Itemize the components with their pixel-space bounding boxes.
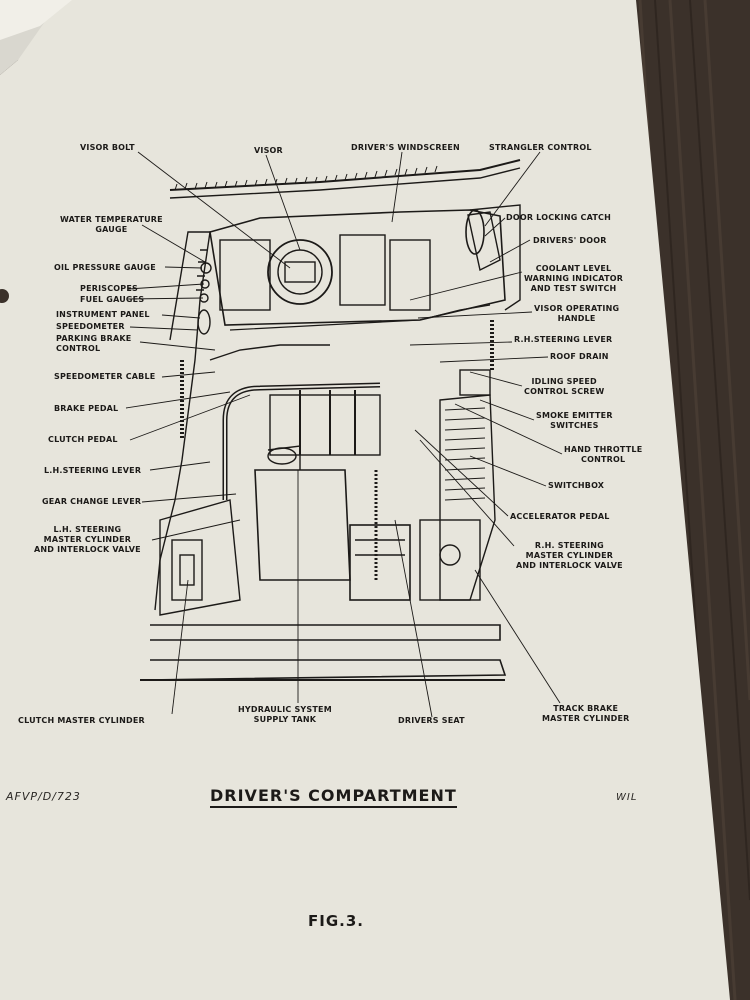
label-lh-steering-master-cylinder: L.H. STEERING MASTER CYLINDER AND INTERL… [34,525,141,554]
figure-number: FIG.3. [308,912,364,930]
label-gear-change-lever: GEAR CHANGE LEVER [42,497,142,506]
label-lh-steering-lever: L.H.STEERING LEVER [44,466,142,475]
label-switchbox: SWITCHBOX [548,481,605,490]
label-accelerator-pedal: ACCELERATOR PEDAL [510,512,610,521]
label-speedometer-cable: SPEEDOMETER CABLE [54,372,156,381]
label-rh-steering-master-cylinder: R.H. STEERING MASTER CYLINDER AND INTERL… [516,541,623,570]
label-visor-operating-handle: VISOR OPERATING HANDLE [534,304,620,323]
label-roof-drain: ROOF DRAIN [550,352,609,361]
label-idling-speed-control-screw: IDLING SPEED CONTROL SCREW [524,377,605,396]
label-drivers-windscreen: DRIVER'S WINDSCREEN [351,143,460,152]
diagram-title: DRIVER'S COMPARTMENT [210,786,457,808]
label-door-locking-catch: DOOR LOCKING CATCH [506,213,611,222]
label-strangler-control: STRANGLER CONTROL [489,143,592,152]
label-clutch-master-cylinder: CLUTCH MASTER CYLINDER [18,716,145,725]
label-parking-brake-control: PARKING BRAKE CONTROL [56,334,132,353]
label-coolant-level: COOLANT LEVEL WARNING INDICATOR AND TEST… [524,264,624,293]
label-instrument-panel: INSTRUMENT PANEL [56,310,150,319]
label-rh-steering-lever: R.H.STEERING LEVER [514,335,613,344]
label-visor: VISOR [254,146,283,155]
label-brake-pedal: BRAKE PEDAL [54,404,119,413]
label-hand-throttle-control: HAND THROTTLE CONTROL [564,445,643,464]
label-hydraulic-system-supply-tank: HYDRAULIC SYSTEM SUPPLY TANK [238,705,332,724]
label-track-brake-master-cylinder: TRACK BRAKE MASTER CYLINDER [542,704,630,723]
label-fuel-gauges: FUEL GAUGES [80,295,145,304]
label-clutch-pedal: CLUTCH PEDAL [48,435,118,444]
label-drivers-door: DRIVERS' DOOR [533,236,607,245]
punch-hole [0,289,9,303]
label-speedometer: SPEEDOMETER [56,322,125,331]
document-code: AFVP/D/723 [6,790,81,803]
label-smoke-emitter-switches: SMOKE EMITTER SWITCHES [536,411,613,430]
draftsman-initials: WIL [616,792,638,803]
label-oil-pressure-gauge: OIL PRESSURE GAUGE [54,263,156,272]
label-drivers-seat: DRIVERS SEAT [398,716,465,725]
label-visor-bolt: VISOR BOLT [80,143,135,152]
label-periscopes: PERISCOPES [80,284,138,293]
label-water-temperature-gauge: WATER TEMPERATURE GAUGE [60,215,163,234]
